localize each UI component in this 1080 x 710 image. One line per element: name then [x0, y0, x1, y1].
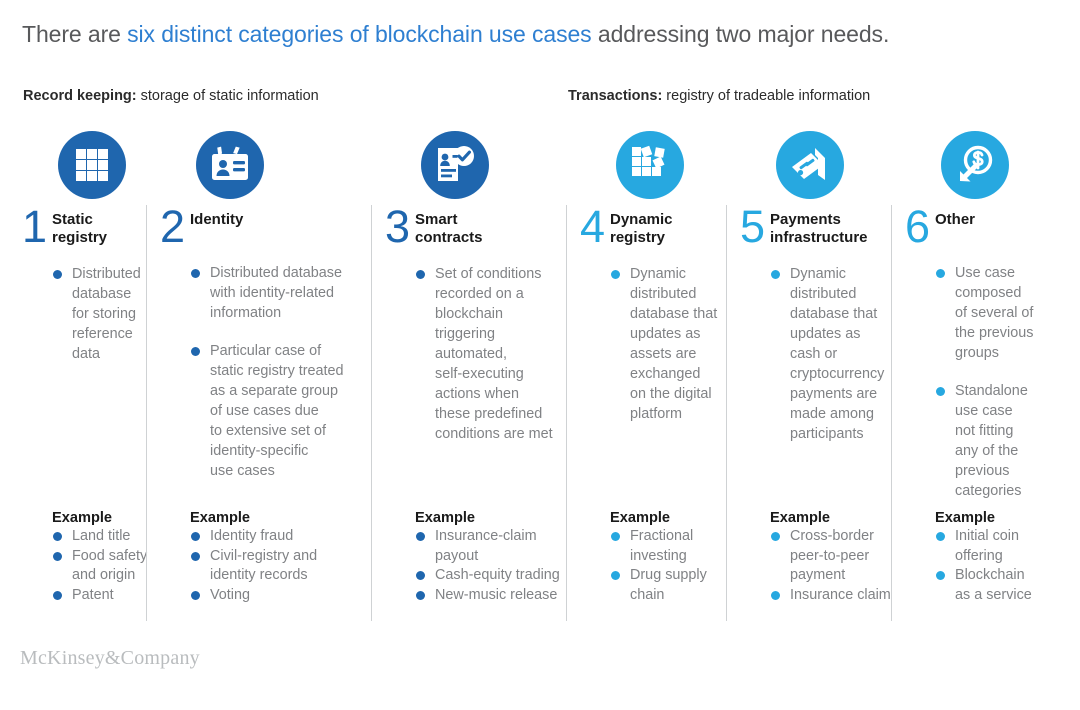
example-label: Example — [610, 510, 671, 526]
example-item: New-music release — [415, 586, 583, 606]
column-divider — [726, 205, 727, 621]
section-label-record-keeping: Record keeping: storage of static inform… — [23, 88, 319, 104]
category-number: 3 — [385, 201, 410, 252]
column-divider — [146, 205, 147, 621]
category-number: 5 — [740, 201, 765, 252]
example-label: Example — [770, 510, 831, 526]
example-item: Identity fraud — [190, 527, 374, 547]
example-item: Insurance claim — [770, 586, 914, 606]
category-number: 4 — [580, 201, 605, 252]
example-label: Example — [415, 510, 476, 526]
example-label: Example — [52, 510, 113, 526]
grid-table-icon — [58, 131, 126, 199]
section-label-record-keeping-bold: Record keeping: — [23, 88, 137, 104]
example-label: Example — [190, 510, 251, 526]
id-badge-icon — [196, 131, 264, 199]
category-number: 6 — [905, 201, 930, 252]
card-reader-icon — [776, 131, 844, 199]
title-highlight: six distinct categories of blockchain us… — [127, 21, 592, 47]
category-heading: 6 Other — [905, 201, 1033, 252]
page-title: There are six distinct categories of blo… — [22, 21, 889, 48]
example-item: Cash-equity trading — [415, 566, 583, 586]
example-label: Example — [935, 510, 996, 526]
section-label-transactions-bold: Transactions: — [568, 88, 663, 104]
title-suffix: addressing two major needs. — [591, 21, 890, 47]
section-label-transactions-rest: registry of tradeable information — [662, 88, 871, 104]
dollar-arrow-icon — [941, 131, 1009, 199]
category-heading: 2 Identity — [160, 201, 344, 252]
mckinsey-logo: McKinsey&Company — [20, 647, 200, 669]
category-title: Identity — [190, 211, 244, 228]
example-item: Voting — [190, 586, 374, 606]
example-item: Land title — [52, 527, 171, 547]
document-check-icon — [421, 131, 489, 199]
column-divider — [566, 205, 567, 621]
category-title: Other — [935, 211, 976, 228]
category-number: 2 — [160, 201, 185, 252]
category-number: 1 — [22, 201, 47, 252]
title-prefix: There are — [22, 21, 128, 47]
section-label-record-keeping-rest: storage of static information — [136, 88, 319, 104]
dynamic-grid-icon — [616, 131, 684, 199]
column-divider — [371, 205, 372, 621]
example-item: Patent — [52, 586, 171, 606]
section-label-transactions: Transactions: registry of tradeable info… — [568, 88, 870, 104]
column-divider — [891, 205, 892, 621]
